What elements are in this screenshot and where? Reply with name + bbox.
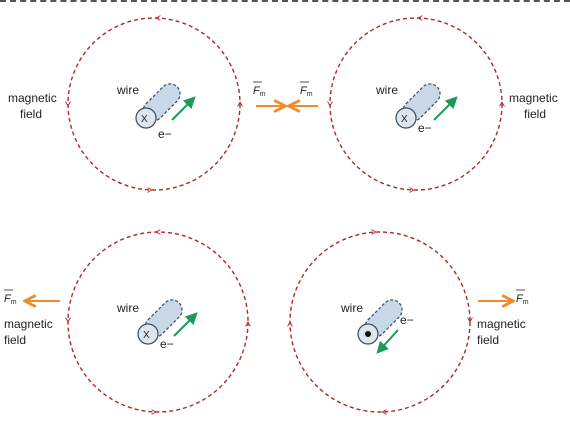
magnetic-field-label-line2: field (20, 107, 42, 121)
electron-velocity-arrow (433, 96, 458, 121)
electron-velocity-arrow (173, 312, 198, 337)
magnetic-field-label-line2: field (524, 107, 546, 121)
panel-top-right: magnetic field wire X e− (327, 15, 558, 193)
into-page-symbol: X (401, 114, 408, 125)
magnetic-field-label-line2: field (4, 333, 26, 347)
force-symbol: Fm (516, 293, 529, 306)
electron-label: e− (160, 337, 174, 351)
panel-top-left: magnetic field wire X e− (8, 15, 243, 193)
force-top-right: Fm (290, 81, 318, 106)
wire-label: wire (116, 301, 139, 315)
electron-velocity-arrow (171, 96, 196, 121)
electron-velocity-arrow (376, 329, 399, 354)
electron-label: e− (418, 121, 432, 135)
into-page-symbol: X (143, 330, 150, 341)
magnetic-field-label-line2: field (477, 333, 499, 347)
electron-label: e− (400, 313, 414, 327)
electron-label: e− (158, 127, 172, 141)
into-page-symbol: X (141, 114, 148, 125)
wire-cylinder (137, 299, 183, 345)
panel-bottom-left: magnetic field wire X e− (4, 229, 251, 415)
wire-label: wire (375, 83, 398, 97)
wire-cylinder (395, 83, 441, 129)
wire-label: wire (116, 83, 139, 97)
magnetic-field-label-line1: magnetic (477, 317, 526, 331)
magnetic-field-label-line1: magnetic (4, 317, 53, 331)
force-symbol: Fm (253, 85, 266, 98)
force-top-left: Fm (253, 81, 284, 106)
wire-label: wire (340, 301, 363, 315)
force-bottom-left: Fm (4, 289, 60, 306)
magnetic-field-label-line1: magnetic (8, 91, 57, 105)
out-of-page-dot (365, 331, 371, 337)
wire-cylinder (135, 83, 181, 129)
force-symbol: Fm (300, 85, 313, 98)
panel-bottom-right: magnetic field wire e− (287, 229, 526, 415)
force-symbol: Fm (4, 293, 17, 306)
force-bottom-right: Fm (478, 289, 529, 306)
magnetic-field-label-line1: magnetic (509, 91, 558, 105)
